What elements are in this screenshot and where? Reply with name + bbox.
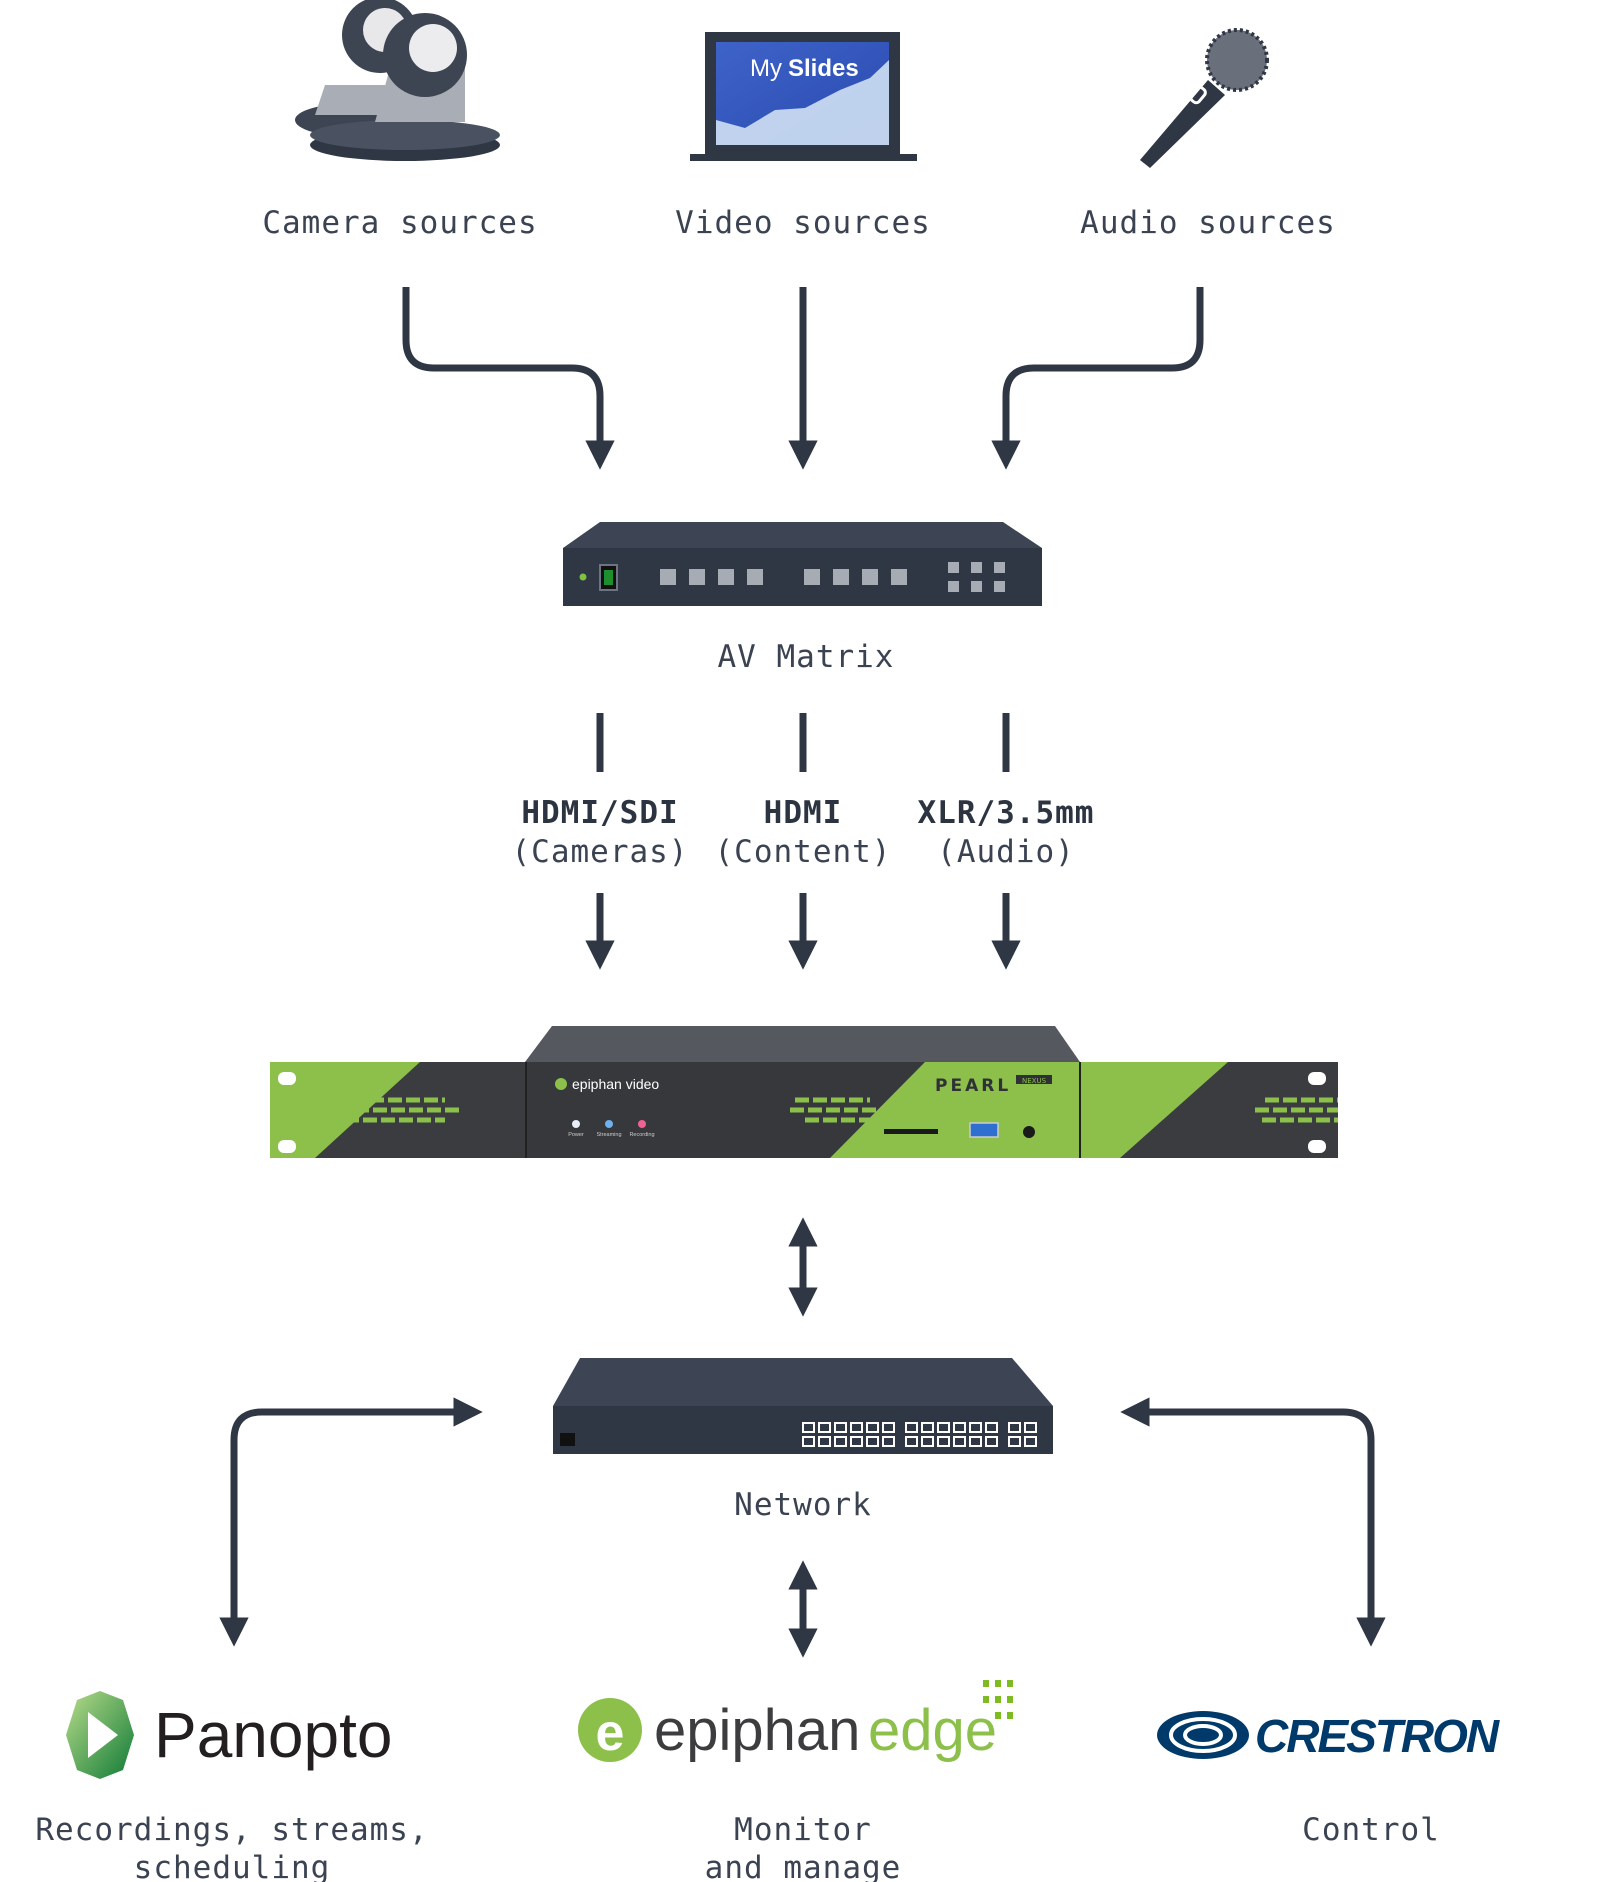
connection-label-xlr: XLR/3.5mm [918,795,1095,831]
av-matrix-device [563,522,1042,606]
audio-sources-label: Audio sources [1080,205,1336,241]
epiphan-edge-logo: e epiphan edge [578,1680,1013,1763]
switch-port-socket [884,1438,893,1445]
switch-port-socket [836,1438,845,1445]
av-matrix-label: AV Matrix [718,639,895,675]
switch-port-socket [868,1438,877,1445]
switch-port-socket [987,1438,996,1445]
switch-port-socket [939,1438,948,1445]
switch-port-socket [907,1424,916,1431]
svg-text:Panopto: Panopto [154,1699,392,1771]
network-label: Network [734,1487,872,1523]
switch-port-socket [907,1438,916,1445]
switch-port-socket [852,1438,861,1445]
switch-port-socket [1010,1438,1019,1445]
network-crestron-arrow [1120,1397,1386,1647]
switch-port-socket [1026,1438,1035,1445]
switch-port-socket [804,1438,813,1445]
switch-port-socket [836,1424,845,1431]
network-switch-device [553,1358,1053,1454]
svg-text:My: My [750,55,782,82]
panopto-caption-2: scheduling [134,1850,331,1882]
panopto-caption: Recordings, streams, [35,1812,428,1848]
switch-port-socket [939,1424,948,1431]
network-panopto-arrow [219,1397,483,1647]
svg-text:epiphan video: epiphan video [572,1076,659,1092]
switch-port-socket [955,1424,964,1431]
laptop-icon: My Slides [690,32,917,161]
switch-port-socket [1010,1424,1019,1431]
svg-text:e: e [596,1704,625,1762]
connection-sublabel-cameras: (Cameras) [512,834,689,870]
edge-caption-2: and manage [705,1850,902,1882]
svg-text:Slides: Slides [788,55,859,82]
microphone-icon [1140,28,1269,168]
camera-sources-label: Camera sources [262,205,537,241]
connection-lines [596,713,1010,772]
svg-text:Power: Power [568,1132,584,1138]
switch-port-socket [820,1438,829,1445]
switch-port-socket [923,1438,932,1445]
svg-text:NEXUS: NEXUS [1022,1077,1047,1085]
svg-text:Recording: Recording [629,1132,654,1138]
camera-arrow [402,287,615,470]
camera-icon [295,0,500,161]
connection-label-hdmi-sdi: HDMI/SDI [521,795,678,831]
svg-text:edge: edge [868,1698,997,1763]
pearl-nexus-device: epiphan video PEARL NEXUS Power Streamin… [270,1026,1338,1158]
connection-sublabel-audio: (Audio) [937,834,1075,870]
svg-text:PEARL: PEARL [935,1076,1011,1096]
switch-port-socket [955,1438,964,1445]
switch-port-socket [868,1424,877,1431]
connection-sublabel-content: (Content) [715,834,892,870]
switch-port-socket [804,1424,813,1431]
svg-text:Streaming: Streaming [596,1132,621,1138]
svg-text:CRESTRON: CRESTRON [1255,1710,1500,1762]
panopto-logo: Panopto [66,1691,392,1779]
switch-port-socket [987,1424,996,1431]
switch-port-socket [884,1424,893,1431]
switch-port-socket [820,1424,829,1431]
crestron-logo: CRESTRON [1157,1710,1502,1762]
audio-arrow [991,287,1204,470]
switch-port-socket [923,1424,932,1431]
video-sources-label: Video sources [675,205,931,241]
connection-label-hdmi: HDMI [764,795,843,831]
switch-port-socket [971,1424,980,1431]
crestron-caption: Control [1302,1812,1440,1848]
switch-port-socket [971,1438,980,1445]
svg-text:epiphan: epiphan [654,1698,860,1763]
switch-port-socket [852,1424,861,1431]
edge-caption: Monitor [734,1812,872,1848]
switch-port-socket [1026,1424,1035,1431]
